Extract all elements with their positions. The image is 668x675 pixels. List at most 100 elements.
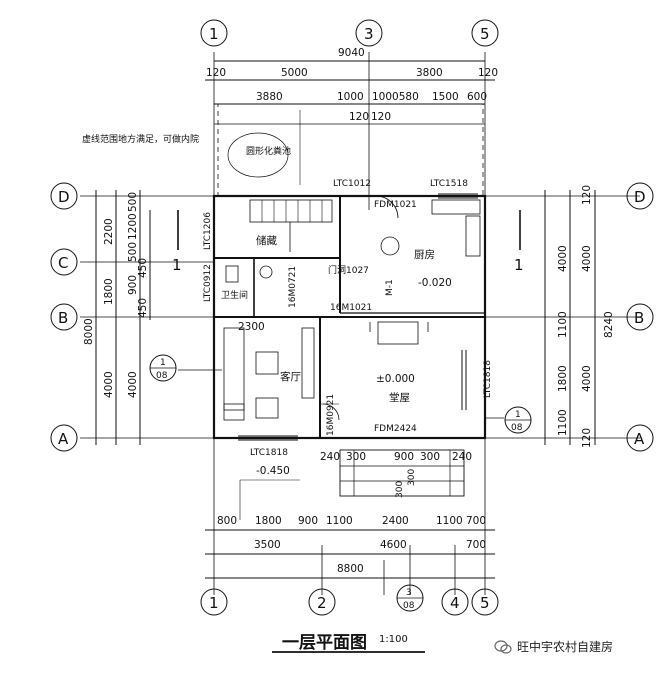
door-m1: M-1	[385, 279, 395, 296]
level-hall: ±0.000	[376, 373, 415, 385]
room-court-label: 圆形化粪池	[246, 145, 291, 157]
dim-right-e: 1100	[557, 311, 569, 338]
dim-top-j: 120	[349, 111, 369, 123]
dim-left-h: 450	[137, 298, 149, 318]
dim-bottom-b: 1800	[255, 515, 282, 527]
dim-bottom-d: 1100	[326, 515, 353, 527]
dim-left-d: 500	[127, 242, 139, 262]
dim-step-900: 900	[394, 451, 414, 463]
dim-top-c: 3800	[416, 67, 443, 79]
window-ltc1818-right: LTC1818	[483, 360, 493, 398]
dim-top-d: 120	[478, 67, 498, 79]
section-right-num: 1	[515, 410, 521, 420]
window-ltc1818-bottom: LTC1818	[250, 448, 288, 458]
dim-left-e: 450	[137, 258, 149, 278]
axis-left-c: C	[58, 254, 68, 272]
level-outside: -0.450	[256, 465, 290, 477]
axis-left-d: D	[58, 188, 70, 206]
axis-bottom-4: 4	[450, 594, 460, 612]
dim-bottom-f: 1100	[436, 515, 463, 527]
dim-right-a: 120	[581, 185, 593, 205]
dim-top-h: 1500	[432, 91, 459, 103]
dim-bottom-h: 3500	[254, 539, 281, 551]
dim-left-i: 8000	[83, 318, 95, 345]
dim-left-c: 500	[127, 192, 139, 212]
room-kitchen-label: 厨房	[414, 248, 435, 261]
section-right-sub: 08	[511, 423, 523, 433]
dim-step-240a: 240	[320, 451, 340, 463]
dim-top-total: 9040	[338, 47, 365, 59]
dim-right-i: 120	[581, 428, 593, 448]
dim-right-h: 1100	[557, 409, 569, 436]
dim-top-f: 1000	[337, 91, 364, 103]
door-m1021: 16M1021	[330, 303, 372, 313]
dim-right-d: 8240	[603, 311, 615, 338]
axis-bottom-3-sub: 08	[403, 601, 415, 611]
dim-right-f: 1800	[557, 365, 569, 392]
dim-step-240b: 240	[452, 451, 472, 463]
dim-living-width: 2300	[238, 321, 265, 333]
axis-top-3: 3	[364, 25, 374, 43]
dim-bottom-g: 700	[466, 515, 486, 527]
level-kitchen: -0.020	[418, 277, 452, 289]
dim-bottom-i: 4600	[380, 539, 407, 551]
window-ltc1518: LTC1518	[430, 179, 468, 189]
axis-top-1: 1	[209, 25, 219, 43]
dim-bottom-c: 900	[298, 515, 318, 527]
dim-bottom-e: 2400	[382, 515, 409, 527]
cut-mark-right: 1	[514, 256, 524, 274]
dim-left-g: 900	[127, 275, 139, 295]
dim-top-i: 600	[467, 91, 487, 103]
section-left-sub: 08	[156, 371, 168, 381]
section-left-num: 1	[160, 358, 166, 368]
axis-right-d: D	[634, 188, 646, 206]
chat-bubble-icon	[494, 639, 512, 654]
dim-top-b: 5000	[281, 67, 308, 79]
dim-step-300d: 300	[407, 469, 417, 486]
axis-left-b: B	[58, 309, 68, 327]
door-m0921: 16M0921	[326, 394, 336, 436]
room-hall-label: 堂屋	[389, 392, 410, 404]
door-fdm1021: FDM1021	[374, 200, 417, 210]
window-ltc0912: LTC0912	[203, 264, 213, 302]
dim-left-a: 2200	[103, 218, 115, 245]
axis-bottom-1: 1	[209, 594, 219, 612]
dim-top-k: 120	[371, 111, 391, 123]
watermark-text: 旺中宇农村自建房	[517, 640, 614, 654]
page-title: 一层平面图	[282, 633, 367, 653]
window-ltc1206: LTC1206	[203, 212, 213, 250]
dim-bottom-j: 700	[466, 539, 486, 551]
watermark: 旺中宇农村自建房	[494, 638, 613, 655]
dim-right-b: 4000	[557, 245, 569, 272]
dim-bottom-a: 800	[217, 515, 237, 527]
dim-top-a: 120	[206, 67, 226, 79]
dim-right-g: 4000	[581, 365, 593, 392]
room-living-label: 客厅	[280, 370, 301, 383]
dim-left-k: 4000	[127, 371, 139, 398]
dim-step-300b: 300	[420, 451, 440, 463]
axis-bottom-2: 2	[317, 594, 327, 612]
door-m0721: 16M0721	[288, 266, 298, 308]
courtyard-note: 虚线范围地方满足，可做内院	[82, 133, 199, 145]
dim-step-300a: 300	[346, 451, 366, 463]
dim-step-300c: 300	[395, 481, 405, 498]
room-toilet-label: 卫生间	[221, 289, 248, 301]
axis-bottom-3: 3	[406, 588, 412, 598]
dim-left-j: 4000	[103, 371, 115, 398]
axis-left-a: A	[58, 430, 69, 448]
cut-mark-left: 1	[172, 256, 182, 274]
opening-mendong: 门洞1027	[328, 264, 369, 276]
room-storage-label: 储藏	[256, 234, 277, 247]
axis-right-a: A	[634, 430, 645, 448]
dim-bottom-total: 8800	[337, 563, 364, 575]
dim-left-f: 1800	[103, 278, 115, 305]
dim-top-g: 1000580	[372, 91, 419, 103]
axis-bottom-5: 5	[480, 594, 490, 612]
scale-label: 1:100	[379, 634, 408, 645]
dim-top-e: 3880	[256, 91, 283, 103]
dim-right-c: 4000	[581, 245, 593, 272]
axis-right-b: B	[634, 309, 644, 327]
axis-top-5: 5	[480, 25, 490, 43]
dim-left-b: 1200	[127, 213, 139, 240]
